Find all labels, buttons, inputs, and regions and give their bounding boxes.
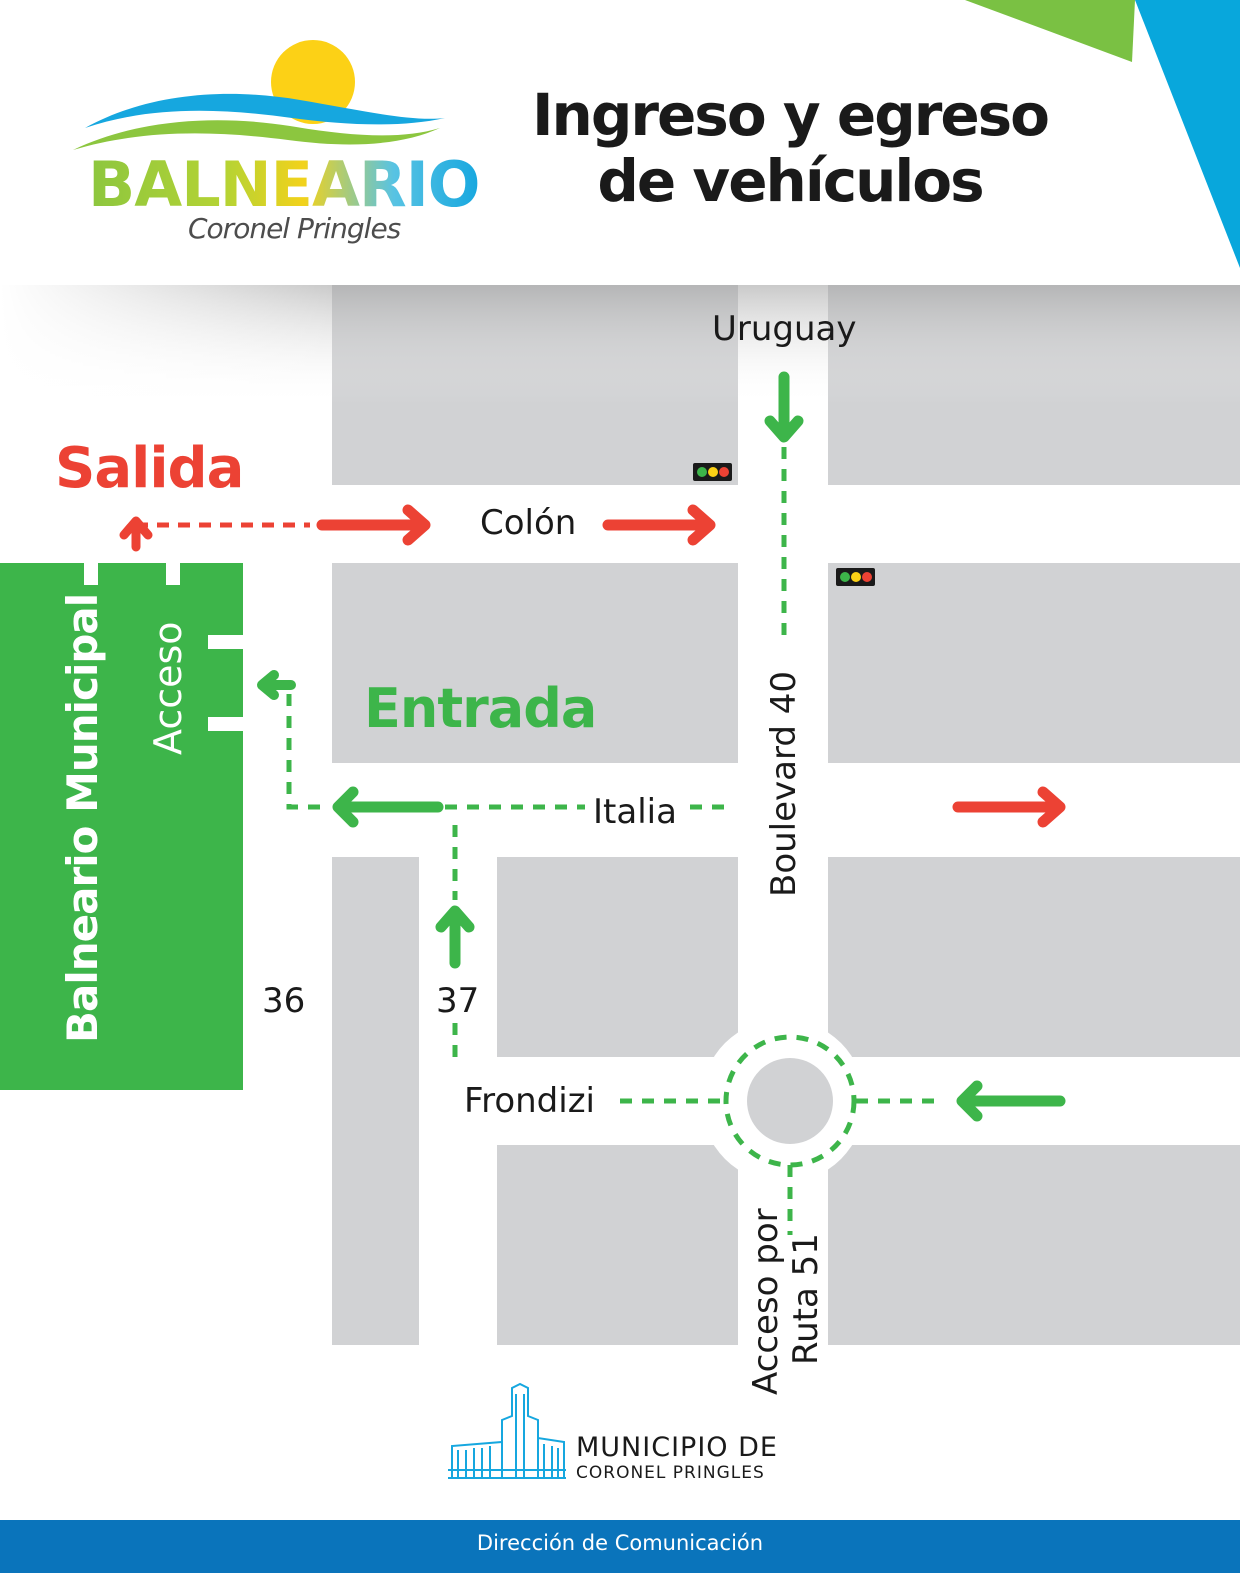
balneario-municipal-label: Balneario Municipal — [58, 593, 107, 1043]
entrada-label: Entrada — [364, 677, 597, 740]
exit-arrow-icon — [602, 504, 716, 546]
entry-down-arrow-icon — [764, 371, 804, 443]
entry-dashed-line — [286, 687, 320, 810]
exit-arrow-icon — [316, 504, 431, 546]
blue-triangle-icon — [1135, 0, 1240, 268]
street-uruguay: Uruguay — [712, 309, 857, 349]
exit-up-arrow-icon — [119, 516, 153, 552]
park-entrance — [84, 563, 98, 585]
entry-up-arrow-icon — [435, 905, 475, 969]
title-line-2: de vehículos — [597, 147, 984, 215]
park-area — [0, 563, 243, 1090]
traffic-light-icon — [693, 463, 732, 481]
street-37: 37 — [436, 981, 480, 1021]
street-acceso-ruta-line1: Acceso por — [746, 1208, 786, 1395]
street-colon: Colón — [480, 503, 577, 543]
park-entrance — [166, 563, 180, 585]
page-title: Ingreso y egreso de vehículos — [510, 82, 1070, 214]
block — [332, 857, 419, 1345]
block — [828, 857, 1240, 1057]
block — [497, 1145, 738, 1345]
street-acceso-ruta-line2: Ruta 51 — [786, 1233, 826, 1365]
entry-route — [257, 371, 1066, 1235]
logo-subtitle: Coronel Pringles — [188, 212, 401, 245]
municipio-building-icon — [448, 1382, 566, 1479]
acceso-label: Acceso — [146, 621, 190, 755]
wave-green-icon — [73, 120, 440, 150]
street-frondizi: Frondizi — [464, 1081, 595, 1121]
header: BALNEARIO Coronel Pringles Ingreso y egr… — [0, 0, 1240, 285]
roundabout-route — [723, 1034, 857, 1168]
block — [497, 857, 738, 1057]
block — [828, 1145, 1240, 1345]
footer-bar — [0, 1520, 1240, 1573]
block — [332, 563, 738, 763]
header-decoration — [73, 0, 1240, 268]
entry-arrow-icon — [332, 786, 444, 828]
green-triangle-icon — [965, 0, 1135, 62]
city-blocks — [332, 285, 1240, 1345]
street-map: Uruguay Colón Italia Frondizi 36 37 Boul… — [0, 285, 1240, 1520]
balneario-park — [0, 563, 243, 1090]
roundabout-center — [747, 1058, 833, 1144]
block — [828, 563, 1240, 763]
park-entrance — [208, 717, 243, 731]
title-line-1: Ingreso y egreso — [531, 81, 1050, 149]
municipio-line-1: MUNICIPIO DE — [576, 1432, 778, 1463]
map-left-fade — [0, 285, 332, 405]
exit-arrow-icon — [952, 786, 1066, 828]
street-italia: Italia — [593, 792, 677, 832]
salida-label: Salida — [55, 436, 244, 501]
entry-arrow-icon — [956, 1080, 1066, 1122]
footer-department: Dirección de Comunicación — [476, 1531, 764, 1555]
street-36: 36 — [262, 981, 306, 1021]
municipio-line-2: CORONEL PRINGLES — [576, 1463, 765, 1483]
park-entrance — [208, 635, 243, 649]
wave-blue-icon — [85, 93, 445, 128]
traffic-light-icon — [836, 568, 875, 586]
map-canvas — [0, 285, 1240, 1345]
exit-route — [119, 504, 1066, 828]
street-boulevard-40: Boulevard 40 — [764, 670, 804, 897]
logo-word: BALNEARIO — [88, 148, 480, 221]
entry-arrow-icon — [257, 670, 296, 700]
